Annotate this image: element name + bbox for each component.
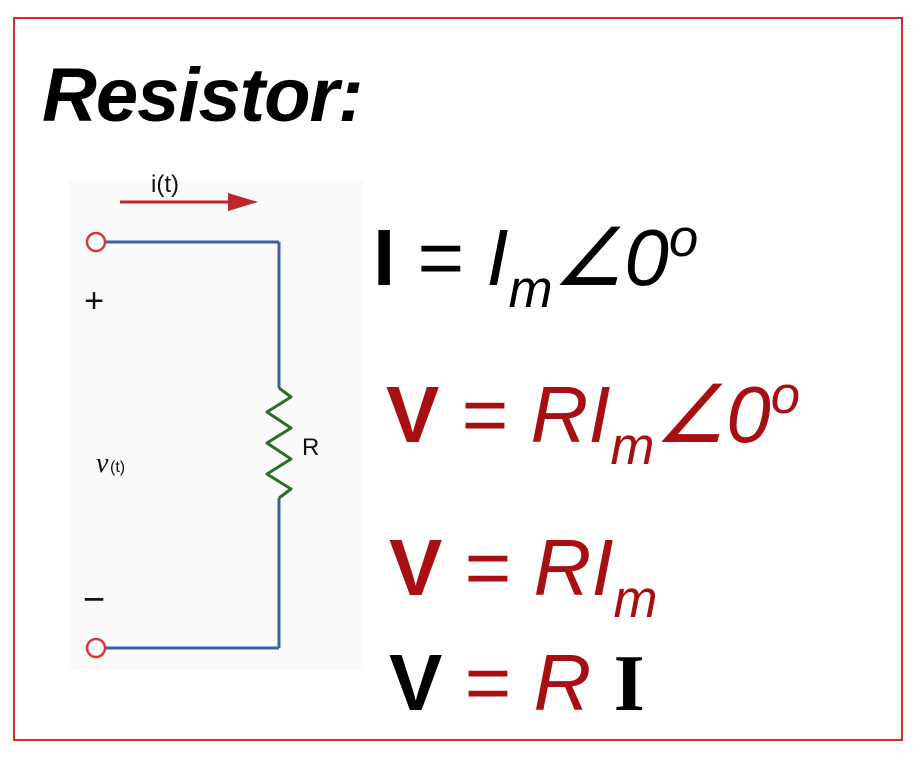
eq2-lhs: V <box>386 370 440 459</box>
eq4-resistance: R <box>533 638 592 727</box>
resistor-label: R <box>302 434 319 461</box>
equation-ohms-law-phasor: V = R I <box>389 643 645 725</box>
minus-sign: − <box>83 579 105 621</box>
eq2-sup: o <box>770 365 801 425</box>
eq1-lhs: I <box>373 213 396 302</box>
eq2-equals: = <box>461 370 509 459</box>
eq3-magnitude: RI <box>533 523 614 612</box>
eq2-sub: m <box>610 417 655 477</box>
equation-voltage-magnitude: V = RIm <box>389 528 658 627</box>
eq1-equals: = <box>417 213 465 302</box>
voltage-label-sub: (t) <box>110 459 125 476</box>
resistor-zigzag <box>265 386 293 500</box>
eq4-lhs: V <box>389 638 443 727</box>
plus-sign: + <box>84 282 104 320</box>
eq3-sub: m <box>613 570 658 630</box>
equation-voltage-phasor: V = RIm∠0o <box>386 369 800 473</box>
eq1-sup: o <box>668 208 699 268</box>
top-terminal-icon <box>85 231 107 253</box>
voltage-label: v <box>96 448 109 479</box>
eq3-equals: = <box>464 523 512 612</box>
bottom-terminal-icon <box>85 637 107 659</box>
eq3-lhs: V <box>389 523 443 612</box>
eq2-magnitude: RI <box>530 370 611 459</box>
current-arrow-head <box>228 193 258 211</box>
eq4-equals: = <box>464 638 512 727</box>
eq1-magnitude: I <box>486 213 509 302</box>
circuit-background <box>68 180 364 670</box>
equation-current-phasor: I = Im∠0o <box>373 212 698 316</box>
eq1-sub: m <box>508 260 553 320</box>
slide-title: Resistor: <box>42 53 363 138</box>
eq1-angle: ∠0 <box>552 213 669 302</box>
eq4-current: I <box>613 640 645 728</box>
current-label: i(t) <box>151 171 179 198</box>
eq2-angle: ∠0 <box>654 370 771 459</box>
